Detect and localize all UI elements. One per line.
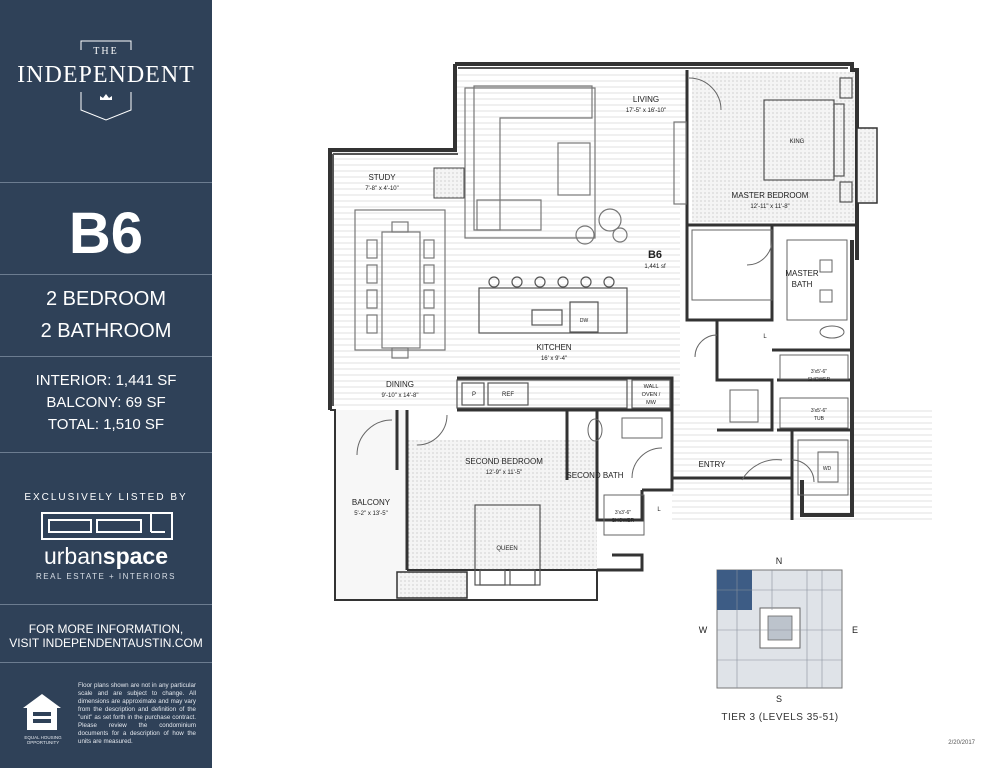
door-swings: [356, 77, 815, 483]
second-bedroom-label: SECOND BEDROOM: [465, 457, 543, 466]
bathroom-count: 2 BATHROOM: [40, 320, 172, 342]
listed-by: EXCLUSIVELY LISTED BY: [24, 492, 188, 503]
wd-label: WD: [823, 466, 832, 472]
urbanspace-logo-icon: [41, 512, 173, 540]
info-link[interactable]: VISIT INDEPENDENTAUSTIN.COM: [9, 636, 203, 650]
living-label: LIVING: [633, 95, 659, 104]
tub-label: TUB: [814, 416, 825, 422]
logo-frame-icon: [80, 40, 132, 121]
queen-bed: [474, 504, 541, 586]
study-dim: 7'-8" x 4'-10": [365, 186, 399, 192]
wall-oven-label-1: WALL: [644, 384, 659, 390]
tub-dim: 3'x5'-6": [811, 408, 827, 414]
wall-oven-label-2: OVEN /: [642, 392, 661, 398]
pantry-label: P: [472, 392, 476, 398]
dw-label: DW: [580, 318, 589, 324]
king-label: KING: [790, 139, 805, 145]
balcony-label: BALCONY: [352, 498, 391, 507]
living-furniture: [464, 85, 687, 245]
linen-label-2: L: [657, 507, 661, 513]
equal-housing-icon: [23, 694, 61, 730]
kitchen-dim: 16' x 9'-4": [541, 356, 567, 362]
north-label: N: [776, 556, 783, 566]
plan-date: 2/20/2017: [948, 740, 975, 746]
master-bedroom-label: MASTER BEDROOM: [732, 191, 809, 200]
interior-sf: INTERIOR: 1,441 SF: [35, 372, 177, 389]
ref-label: REF: [502, 392, 514, 398]
dining-dim: 9'-10" x 14'-8": [382, 393, 419, 399]
master-bedroom-floor: [692, 72, 857, 222]
unit-plan-label: B6: [648, 249, 662, 261]
dining-table: [354, 209, 446, 359]
total-sf: TOTAL: 1,510 SF: [47, 416, 165, 433]
key-plan: N S E W: [699, 556, 858, 704]
agent-name: urbanspace: [43, 543, 169, 569]
living-dim: 17'-5" x 16'-10": [626, 108, 666, 114]
brand-logo: INDEPENDENT: [17, 62, 195, 88]
interior-walls: [395, 70, 857, 570]
dining-label: DINING: [386, 380, 414, 389]
agent-tagline: REAL ESTATE + INTERIORS: [36, 572, 176, 581]
master-shower-dim: 3'x5'-6": [811, 369, 827, 375]
sidebar: THE INDEPENDENT B6 2 BEDROOM 2 BATHROOM …: [0, 0, 212, 768]
kitchen-island: [456, 276, 671, 409]
linen-label-1: L: [763, 334, 767, 340]
unit-title: B6: [68, 201, 144, 266]
west-label: W: [699, 625, 708, 635]
balcony-dim: 5'-2" x 13'-5": [354, 511, 388, 517]
disclaimer: Floor plans shown are not in any particu…: [78, 682, 196, 745]
wall-oven-label-3: MW: [646, 400, 657, 406]
floor-plan: LIVING 17'-5" x 16'-10" STUDY 7'-8" x 4'…: [328, 62, 932, 704]
bath-fixtures: [587, 229, 849, 536]
info-line-1: FOR MORE INFORMATION,: [28, 622, 184, 636]
master-bath-label-1: MASTER: [785, 269, 819, 278]
second-bedroom-dim: 12'-9" x 11'-5": [486, 470, 522, 476]
kitchen-label: KITCHEN: [536, 343, 571, 352]
study-label: STUDY: [368, 173, 396, 182]
balcony-floor: [335, 410, 407, 600]
eho-label: EQUAL HOUSING OPPORTUNITY: [24, 735, 62, 745]
queen-label: QUEEN: [496, 546, 517, 552]
east-label: E: [852, 625, 858, 635]
second-shower-label: SHOWER: [612, 518, 635, 524]
second-bath-label: SECOND BATH: [566, 471, 623, 480]
balcony-sf: BALCONY: 69 SF: [46, 394, 166, 411]
master-shower-label: SHOWER: [808, 377, 831, 383]
master-bath-label-2: BATH: [792, 280, 813, 289]
unit-plan-sf: 1,441 sf: [644, 264, 666, 270]
second-shower-dim: 3'x3'-6": [615, 510, 631, 516]
key-plan-caption: TIER 3 (LEVELS 35-51): [721, 712, 839, 723]
master-bedroom-dim: 12'-11" x 11'-8": [750, 204, 789, 210]
king-bed: [763, 77, 853, 203]
brand-the: THE: [93, 46, 119, 57]
entry-label: ENTRY: [699, 460, 727, 469]
bedroom-count: 2 BEDROOM: [45, 288, 167, 310]
south-label: S: [776, 694, 782, 704]
